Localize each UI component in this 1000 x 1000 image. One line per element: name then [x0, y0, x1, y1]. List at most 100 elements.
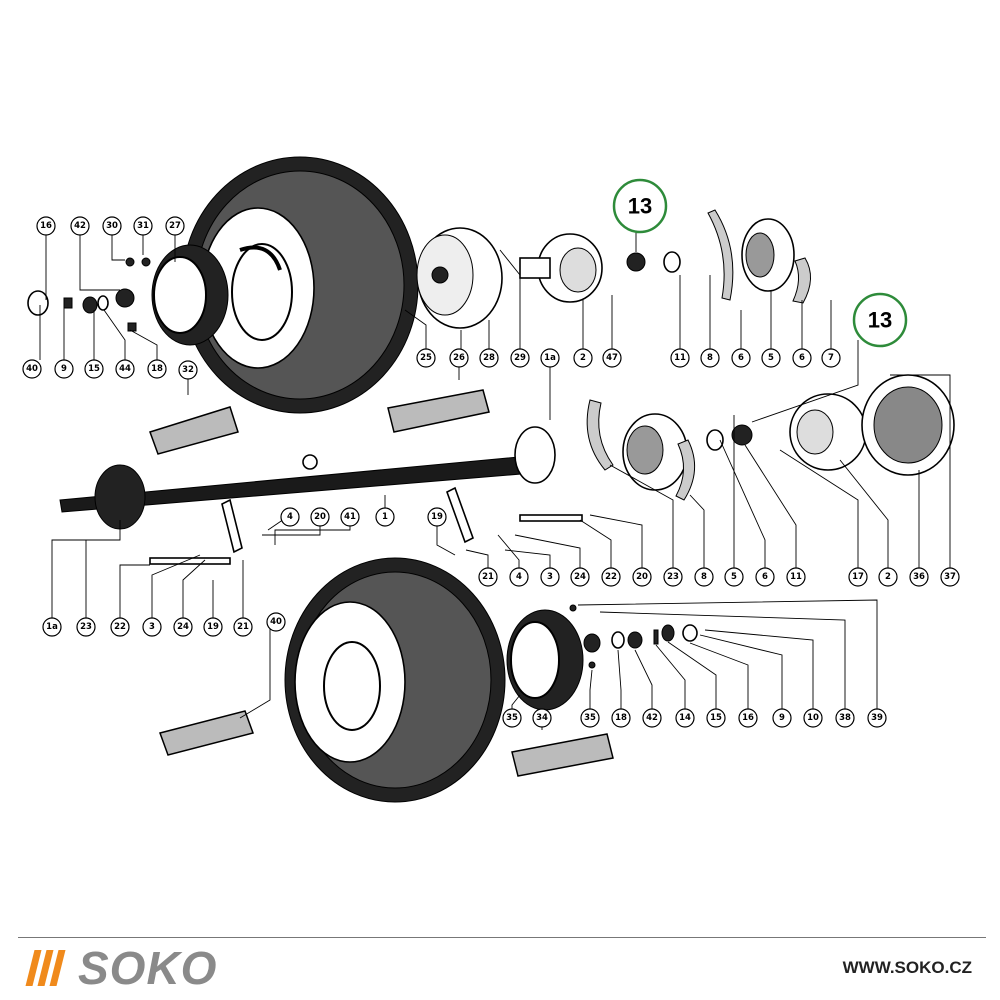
callout-label: 6	[731, 348, 751, 368]
callout-label: 9	[772, 708, 792, 728]
callout-label: 22	[601, 567, 621, 587]
callout-label: 47	[602, 348, 622, 368]
svg-text:32: 32	[182, 365, 194, 375]
svg-text:8: 8	[707, 353, 713, 363]
callout-label: 24	[173, 617, 193, 637]
brand-name: SOKO	[78, 942, 218, 994]
svg-text:1: 1	[382, 512, 388, 522]
svg-text:24: 24	[177, 622, 189, 632]
svg-text:7: 7	[828, 353, 834, 363]
svg-text:34: 34	[536, 713, 548, 723]
svg-text:23: 23	[80, 622, 92, 632]
brand-logo[interactable]: SOKO	[25, 942, 218, 994]
inner-tube-icon	[159, 710, 254, 756]
callout-label: 18	[147, 359, 167, 379]
callout-label: 10	[803, 708, 823, 728]
svg-text:29: 29	[514, 353, 526, 363]
svg-text:18: 18	[151, 364, 163, 374]
svg-text:47: 47	[606, 353, 618, 363]
callout-label: 30	[102, 216, 122, 236]
callout-label: 39	[867, 708, 887, 728]
svg-text:24: 24	[574, 572, 586, 582]
svg-text:5: 5	[768, 353, 774, 363]
svg-text:2: 2	[580, 353, 586, 363]
callout-label: 37	[940, 567, 960, 587]
svg-text:35: 35	[584, 713, 596, 723]
callout-label: 26	[449, 348, 469, 368]
svg-text:2: 2	[885, 572, 891, 582]
svg-text:6: 6	[738, 353, 744, 363]
svg-text:18: 18	[615, 713, 627, 723]
callout-label: 5	[724, 567, 744, 587]
callout-label: 15	[706, 708, 726, 728]
inner-tube-icon	[387, 389, 490, 433]
callout-label: 24	[570, 567, 590, 587]
callout-label: 7	[821, 348, 841, 368]
svg-text:40: 40	[26, 364, 38, 374]
callout-label: 23	[663, 567, 683, 587]
callout-label: 1a	[540, 348, 560, 368]
small-hardware-icon	[569, 604, 698, 669]
wheel-hub-icon	[789, 393, 867, 471]
callout-label: 23	[76, 617, 96, 637]
exploded-parts-diagram: 40 9 15 44 18 16 42 30 31 27 25 26 28 29…	[22, 156, 960, 803]
callout-label: 5	[761, 348, 781, 368]
callout-label: 32	[178, 360, 198, 380]
svg-text:40: 40	[270, 617, 282, 627]
callout-label: 38	[835, 708, 855, 728]
callout-label: 42	[70, 216, 90, 236]
callout-label: 35	[502, 708, 522, 728]
svg-text:11: 11	[674, 353, 686, 363]
wheel-rim-icon	[506, 609, 584, 711]
svg-text:6: 6	[799, 353, 805, 363]
svg-text:28: 28	[483, 353, 495, 363]
svg-text:22: 22	[114, 622, 126, 632]
leader-lines	[39, 232, 951, 730]
svg-text:4: 4	[287, 512, 293, 522]
svg-text:20: 20	[314, 512, 326, 522]
callout-label: 4	[280, 507, 300, 527]
svg-text:13: 13	[868, 308, 892, 333]
bearing-icon	[626, 252, 646, 272]
callout-label: 34	[532, 708, 552, 728]
svg-text:19: 19	[207, 622, 219, 632]
svg-text:16: 16	[742, 713, 754, 723]
callout-label: 15	[84, 359, 104, 379]
svg-text:36: 36	[913, 572, 925, 582]
svg-text:21: 21	[237, 622, 249, 632]
brake-shoe-icon	[707, 209, 811, 304]
svg-text:35: 35	[506, 713, 518, 723]
svg-text:1a: 1a	[544, 353, 556, 363]
callouts-bottom: 35 34 35 18 42 14 15 16 9 10 38 39	[502, 708, 887, 728]
callout-label: 3	[540, 567, 560, 587]
callout-label: 3	[142, 617, 162, 637]
svg-text:30: 30	[106, 221, 118, 231]
callout-label: 2	[878, 567, 898, 587]
svg-text:26: 26	[453, 353, 465, 363]
website-link[interactable]: WWW.SOKO.CZ	[842, 958, 972, 977]
svg-text:42: 42	[74, 221, 86, 231]
seal-ring-icon	[706, 429, 724, 451]
svg-text:39: 39	[871, 713, 883, 723]
callout-label: 35	[580, 708, 600, 728]
svg-text:14: 14	[679, 713, 691, 723]
callout-label: 42	[642, 708, 662, 728]
footer-divider	[18, 937, 986, 938]
wheel-rim-icon	[151, 244, 229, 346]
svg-text:17: 17	[852, 572, 864, 582]
callout-label: 20	[632, 567, 652, 587]
callout-label: 40	[22, 359, 42, 379]
svg-text:42: 42	[646, 713, 658, 723]
callout-label: 1a	[42, 617, 62, 637]
callout-label: 36	[909, 567, 929, 587]
callout-label: 21	[478, 567, 498, 587]
bearing-icon	[731, 424, 753, 446]
callout-label: 31	[133, 216, 153, 236]
callouts-top-right: 11 8 6 5 6 7	[670, 348, 841, 368]
callout-label: 16	[36, 216, 56, 236]
callout-label: 40	[266, 612, 286, 632]
callout-label: 11	[786, 567, 806, 587]
callouts-axle-row: 1a 23 22 3 24 19 21 40 4 20 41 1 19 21 4…	[42, 507, 960, 637]
svg-text:23: 23	[667, 572, 679, 582]
tire-icon	[181, 156, 419, 414]
